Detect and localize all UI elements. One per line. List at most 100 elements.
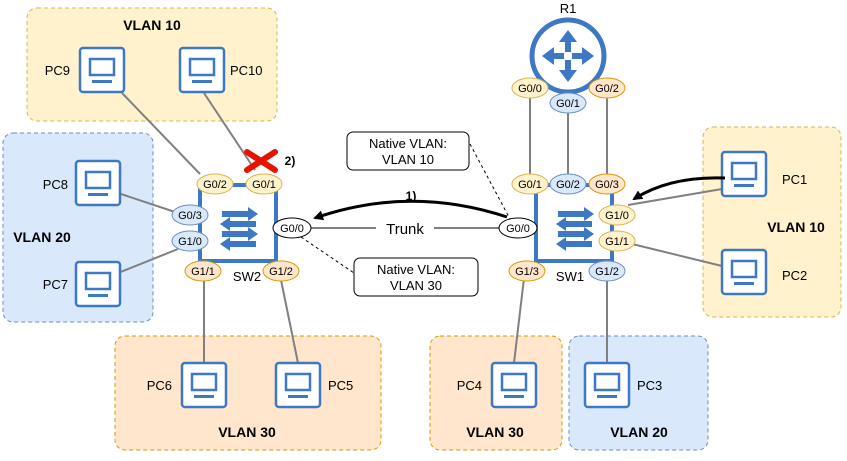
port-label: G1/1 xyxy=(191,266,215,278)
port-sw1-g0-0: G0/0 xyxy=(498,217,538,239)
pc-pc5: PC5 xyxy=(274,361,353,409)
monitor-icon xyxy=(190,372,218,398)
note-line-1: Native VLAN: xyxy=(377,262,455,277)
arrow-sw1-to-sw2 xyxy=(313,199,508,221)
link-pc8-sw2 xyxy=(117,192,179,214)
router-r1: R1 xyxy=(529,1,607,95)
arrow-pc1-to-sw1 xyxy=(632,176,726,201)
port-r1-g0-0: G0/0 xyxy=(511,77,549,99)
step-1-label: 1) xyxy=(406,189,417,203)
port-label: G1/0 xyxy=(605,210,629,222)
pc-label: PC10 xyxy=(230,63,263,78)
switch-arrows-icon xyxy=(556,207,594,251)
link-pc10-sw2 xyxy=(203,92,256,171)
port-sw2-g1-1: G1/1 xyxy=(184,260,222,282)
port-label: G1/0 xyxy=(178,236,202,248)
port-label: G0/2 xyxy=(595,83,619,95)
monitor-icon xyxy=(188,57,216,83)
red-x-icon xyxy=(244,149,278,173)
pc-label: PC6 xyxy=(147,378,172,393)
pc-pc10: PC10 xyxy=(178,46,263,94)
port-label: G0/3 xyxy=(595,179,619,191)
link-pc5-sw2 xyxy=(280,279,299,364)
port-label: G1/2 xyxy=(595,266,619,278)
step-2-label: 2) xyxy=(285,154,296,168)
port-label: G0/3 xyxy=(178,210,202,222)
router-label: R1 xyxy=(560,1,577,16)
vlan-label: VLAN 10 xyxy=(123,17,181,33)
router-arrows-icon xyxy=(542,30,594,82)
link-pc2-sw1 xyxy=(627,242,723,267)
pc-label: PC2 xyxy=(782,268,807,283)
port-label: G0/2 xyxy=(203,179,227,191)
port-sw1-g0-1: G0/1 xyxy=(511,173,549,195)
port-sw2-g0-3: G0/3 xyxy=(171,204,209,226)
pc-pc4: PC4 xyxy=(457,361,538,409)
monitor-icon xyxy=(284,372,312,398)
monitor-icon xyxy=(88,57,116,83)
port-sw2-g0-0: G0/0 xyxy=(272,217,312,239)
switch-sw1: SW1 xyxy=(534,183,614,284)
native-vlan-note-sw2: Native VLAN: VLAN 30 xyxy=(300,236,479,297)
note-line-2: VLAN 30 xyxy=(390,278,442,293)
link-pc9-sw2 xyxy=(121,92,201,175)
pc-label: PC3 xyxy=(637,378,662,393)
trunk-label: Trunk xyxy=(386,221,424,238)
trunk-label-bg xyxy=(376,219,434,239)
port-sw1-g1-1: G1/1 xyxy=(598,230,636,252)
port-label: G0/0 xyxy=(518,83,542,95)
link-pc1-sw1 xyxy=(627,188,723,206)
vlan-label: VLAN 20 xyxy=(13,229,71,245)
pc-label: PC8 xyxy=(43,177,68,192)
pc-pc2: PC2 xyxy=(720,248,807,296)
pc-pc8: PC8 xyxy=(43,159,122,207)
vlan30-left-group: VLAN 30 xyxy=(114,335,382,451)
note-line-1: Native VLAN: xyxy=(369,136,447,151)
native-vlan-note-sw1: Native VLAN: VLAN 10 xyxy=(346,131,511,220)
port-label: G0/1 xyxy=(556,98,580,110)
pc-label: PC7 xyxy=(43,277,68,292)
monitor-icon xyxy=(84,170,112,196)
vlan-label: VLAN 30 xyxy=(466,424,524,440)
port-sw2-g1-2: G1/2 xyxy=(262,260,300,282)
port-label: G1/1 xyxy=(605,236,629,248)
port-sw1-g0-3: G0/3 xyxy=(588,173,626,195)
port-sw1-g1-3: G1/3 xyxy=(508,260,546,282)
vlan-label: VLAN 30 xyxy=(218,424,276,440)
pc-label: PC9 xyxy=(45,63,70,78)
port-label: G0/2 xyxy=(556,179,580,191)
port-r1-g0-1: G0/1 xyxy=(549,92,587,114)
switch-label: SW2 xyxy=(233,269,261,284)
port-sw1-g0-2: G0/2 xyxy=(549,173,587,195)
pc-label: PC1 xyxy=(782,172,807,187)
port-sw2-g1-0: G1/0 xyxy=(171,230,209,252)
links xyxy=(117,92,723,364)
monitor-icon xyxy=(500,372,528,398)
monitor-icon xyxy=(730,259,758,285)
pc-pc6: PC6 xyxy=(147,361,228,409)
port-sw2-g0-2: G0/2 xyxy=(196,173,234,195)
pc-label: PC4 xyxy=(457,378,482,393)
port-label: G0/0 xyxy=(280,223,304,235)
monitor-icon xyxy=(84,271,112,297)
vlan-label: VLAN 20 xyxy=(610,424,668,440)
pc-pc3: PC3 xyxy=(583,361,662,409)
port-label: G0/1 xyxy=(518,179,542,191)
pc-pc1: PC1 xyxy=(720,150,807,198)
monitor-icon xyxy=(593,372,621,398)
port-label: G1/2 xyxy=(269,266,293,278)
pc-pc7: PC7 xyxy=(43,260,122,308)
vlan-label: VLAN 10 xyxy=(767,219,825,235)
monitor-icon xyxy=(730,161,758,187)
port-sw2-g0-1: G0/1 xyxy=(245,173,283,195)
port-label: G0/1 xyxy=(252,179,276,191)
port-label: G1/3 xyxy=(515,266,539,278)
switch-arrows-icon xyxy=(220,207,258,251)
port-r1-g0-2: G0/2 xyxy=(588,77,626,99)
port-label: G0/0 xyxy=(506,223,530,235)
pc-label: PC5 xyxy=(328,378,353,393)
link-pc7-sw2 xyxy=(117,248,179,274)
pc-pc9: PC9 xyxy=(45,46,126,94)
port-sw1-g1-0: G1/0 xyxy=(598,204,636,226)
switch-label: SW1 xyxy=(556,269,584,284)
